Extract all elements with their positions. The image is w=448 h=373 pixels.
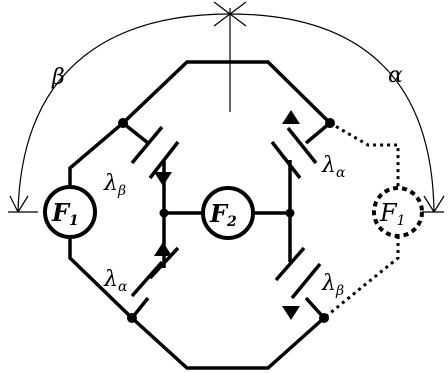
svg-text:F1: F1 [379,199,406,229]
junction-lower-left [127,313,137,323]
node-f1-ghost: F1 [372,186,424,238]
rotation-label-left: β [51,65,65,90]
valve-lower-right-arrow [282,306,300,320]
frame-left-lower [68,236,134,320]
valve-upper-left [121,121,190,215]
valve-upper-left-label: λβ [103,171,126,199]
frame-top [121,60,332,125]
ghost-connection [323,121,400,320]
rotation-indicator [17,1,435,213]
valve-lower-left-arrow [154,242,172,256]
junction-center-left [159,208,169,218]
junctions [118,118,335,323]
pivot-cross-b [213,1,247,27]
valve-lower-left [130,213,180,320]
junction-center-right [285,208,295,218]
svg-text:F1: F1 [51,198,79,229]
valve-upper-left-arrow [154,172,172,186]
valve-lower-right-label: λβ [321,271,344,299]
frame-left-upper [68,121,125,188]
rotation-arc-left [17,13,231,213]
frame-bottom [130,316,326,370]
node-f1-left: F1 [43,185,97,239]
rotation-label-right: α [388,63,403,88]
arrowhead-left [8,195,38,213]
circuit-frame [68,60,332,370]
valve-upper-right-label: λα [321,153,346,181]
valve-upper-right-arrow [282,110,300,124]
node-f2-center: F2 [190,186,272,240]
junction-upper-left [118,118,128,128]
rotation-arc-right [229,13,435,213]
valve-lower-left-label: λα [103,267,128,295]
svg-text:F2: F2 [209,199,237,230]
junction-lower-right [319,313,329,323]
junction-upper-right [325,118,335,128]
valve-lower-right [274,213,326,320]
